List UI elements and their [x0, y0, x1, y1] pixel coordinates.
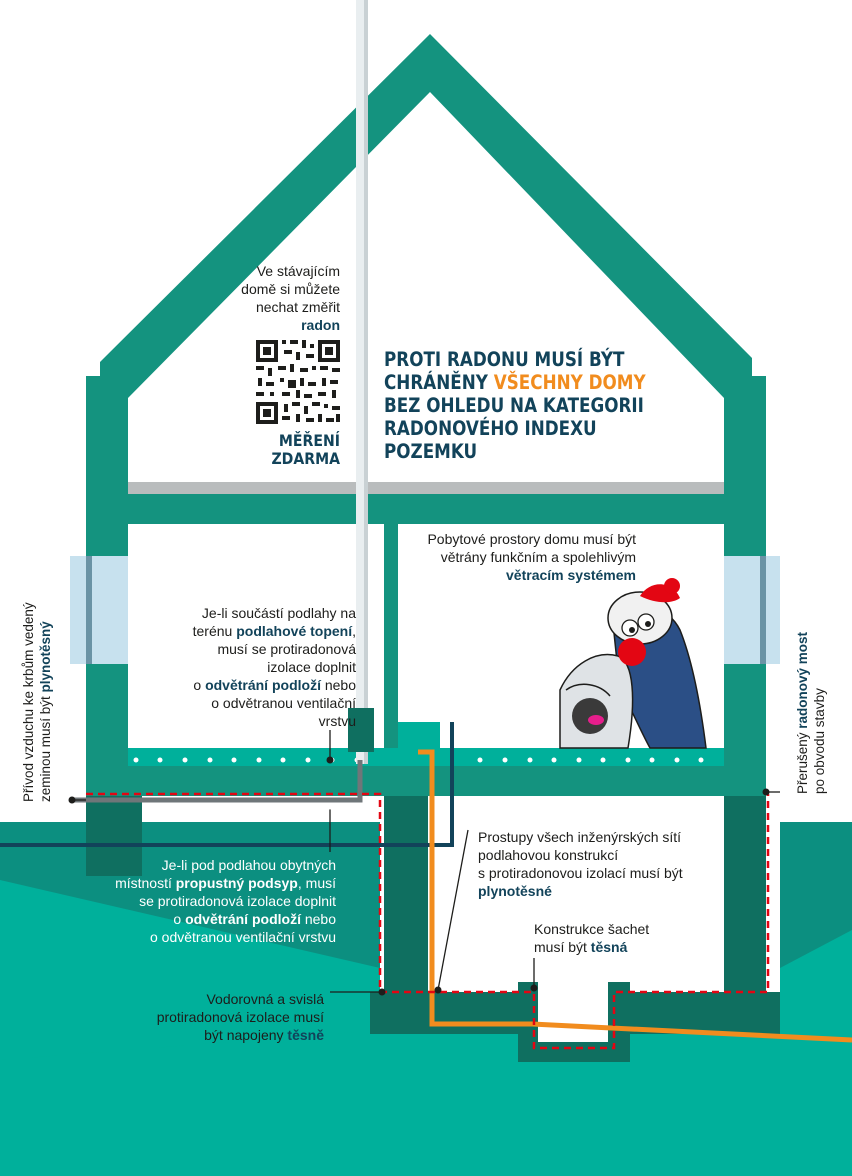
- fireplace-air-duct: [72, 760, 363, 803]
- roof: [100, 34, 752, 398]
- floor-heating-text: o: [193, 677, 206, 693]
- floor-heating-line: vrstvu: [318, 713, 356, 729]
- radon-bridge-note: Přerušený radonový most po obvodu stavby: [794, 632, 828, 794]
- fireplace-air-line: zeminou musí být plynotěsný: [37, 602, 54, 802]
- permeable-fill-text: nebo: [300, 911, 336, 927]
- headline-line-2-text: CHRÁNĚNY: [384, 371, 494, 394]
- ceiling-slab: [86, 494, 766, 524]
- utilities-line: Prostupy všech inženýrských sítí: [478, 829, 682, 845]
- floor-heating-keyword: odvětrání podloží: [205, 677, 321, 693]
- insulation-join-keyword: těsně: [287, 1027, 324, 1043]
- utilities-line: podlahovou konstrukcí: [478, 847, 619, 863]
- utilities-note: Prostupy všech inženýrských sítí podlaho…: [478, 828, 718, 900]
- floor-heating-line: terénu podlahové topení,: [140, 622, 356, 640]
- floor-heating-line: Je-li součástí podlahy na: [201, 605, 356, 621]
- utilities-line: s protiradonovou izolací musí být: [478, 865, 683, 881]
- basement-wall-right: [724, 796, 766, 992]
- floor-heating-line: o odvětranou ventilační: [211, 695, 356, 711]
- floor-heating-note: Je-li součástí podlahy na terénu podlaho…: [140, 604, 356, 730]
- headline-line-4: RADONOVÉHO INDEXU: [384, 417, 597, 440]
- permeable-fill-note: Je-li pod podlahou obytných místností pr…: [80, 856, 336, 946]
- qr-label-line: MĚŘENÍ: [278, 431, 340, 450]
- permeable-fill-line: místností propustný podsyp, musí: [80, 874, 336, 892]
- fireplace-air-keyword: plynotěsný: [38, 621, 53, 693]
- floor-heating-layer: [128, 748, 724, 766]
- floor-heating-text: nebo: [320, 677, 356, 693]
- permeable-fill-line: o odvětrání podloží nebo: [80, 910, 336, 928]
- fireplace-air-note: Přívod vzduchu ke krbům vedený zeminou m…: [20, 602, 54, 802]
- utilities-keyword: plynotěsné: [478, 883, 552, 899]
- interior-wall: [384, 524, 398, 750]
- ventilation-line: větrány funkčním a spolehlivým: [440, 549, 636, 565]
- permeable-fill-line: Je-li pod podlahou obytných: [161, 857, 336, 873]
- floor-vent: [348, 708, 374, 752]
- permeable-fill-text: místností: [115, 875, 176, 891]
- shaft-inner: [538, 982, 608, 1042]
- permeable-fill-line: o odvětranou ventilační vrstvu: [150, 929, 336, 945]
- qr-code-icon: [256, 340, 340, 424]
- qr-label-line: ZDARMA: [271, 449, 340, 468]
- utility-cable: [0, 722, 454, 847]
- shafts-text: musí být: [534, 939, 591, 955]
- insulation-join-note: Vodorovná a svislá protiradonová izolace…: [130, 990, 324, 1044]
- insulation-join-line: protiradonová izolace musí: [156, 1009, 324, 1025]
- qr-label: MĚŘENÍ ZDARMA: [248, 432, 340, 468]
- radon-bridge-text: Přerušený: [795, 728, 810, 794]
- qr-intro-line: domě si můžete: [241, 281, 340, 297]
- vent-pipe-shade: [364, 0, 368, 764]
- shafts-keyword: těsná: [590, 939, 628, 955]
- floor-heating-text: terénu: [192, 623, 237, 639]
- headline-line-2: CHRÁNĚNY VŠECHNY DOMY: [384, 371, 668, 394]
- headline-line-5: POZEMKU: [384, 440, 478, 463]
- shafts-note: Konstrukce šachet musí být těsná: [534, 920, 684, 956]
- floor-heating-line: o odvětrání podloží nebo: [140, 676, 356, 694]
- ventilation-keyword: větracím systémem: [506, 567, 636, 583]
- permeable-fill-text: , musí: [297, 875, 336, 891]
- cartoon-character-icon: [559, 578, 707, 749]
- floor-heating-line: izolace doplnit: [267, 659, 356, 675]
- right-wall-upper: [724, 376, 766, 556]
- floor-heating-keyword: podlahové topení: [236, 623, 353, 639]
- qr-intro-keyword: radon: [301, 317, 340, 333]
- ground-front: [0, 1030, 852, 1176]
- basement-wall-left: [384, 796, 428, 992]
- utility-pipe: [418, 749, 852, 1043]
- permeable-fill-keyword: odvětrání podloží: [185, 911, 301, 927]
- right-window-frame: [760, 556, 766, 664]
- ventilation-line: Pobytové prostory domu musí být: [427, 531, 636, 547]
- insulation-join-text: být napojeny: [204, 1027, 288, 1043]
- insulation-join-line: Vodorovná a svislá: [206, 991, 324, 1007]
- qr-intro-line: Ve stávajícím: [256, 263, 340, 279]
- fireplace-air-text: zeminou musí být: [38, 692, 53, 802]
- fireplace-air-line: Přívod vzduchu ke krbům vedený: [21, 602, 36, 802]
- radon-insulation: [86, 792, 770, 1050]
- main-headline: PROTI RADONU MUSÍ BÝT CHRÁNĚNY VŠECHNY D…: [384, 348, 668, 463]
- floor-heating-line: musí se protiradonová: [217, 641, 356, 657]
- shafts-line: Konstrukce šachet: [534, 921, 650, 937]
- utility-box: [398, 722, 440, 752]
- left-wall-upper: [86, 376, 128, 556]
- shafts-line: musí být těsná: [534, 938, 684, 956]
- headline-line-3: BEZ OHLEDU NA KATEGORII: [384, 394, 644, 417]
- ventilation-note: Pobytové prostory domu musí být větrány …: [404, 530, 636, 584]
- permeable-fill-text: o: [173, 911, 186, 927]
- left-window-frame: [86, 556, 92, 664]
- left-window: [70, 556, 128, 664]
- insulation-join-line: být napojeny těsně: [130, 1026, 324, 1044]
- qr-intro-line: nechat změřit: [255, 299, 340, 315]
- floor-slab: [86, 766, 766, 796]
- attic-floor-strip: [128, 482, 724, 494]
- radon-bridge-line: po obvodu stavby: [812, 688, 827, 794]
- floor-heating-text: ,: [352, 623, 356, 639]
- headline-accent: VŠECHNY DOMY: [493, 371, 646, 394]
- radon-bridge-keyword: radonový most: [795, 631, 810, 729]
- right-window: [724, 556, 780, 664]
- radon-bridge-line: Přerušený radonový most: [794, 632, 811, 794]
- left-foundation: [86, 796, 142, 876]
- permeable-fill-keyword: propustný podsyp: [175, 875, 298, 891]
- qr-intro-text: Ve stávajícím domě si můžete nechat změř…: [196, 262, 340, 334]
- headline-line-1: PROTI RADONU MUSÍ BÝT: [384, 348, 625, 371]
- permeable-fill-line: se protiradonová izolace doplnit: [139, 893, 336, 909]
